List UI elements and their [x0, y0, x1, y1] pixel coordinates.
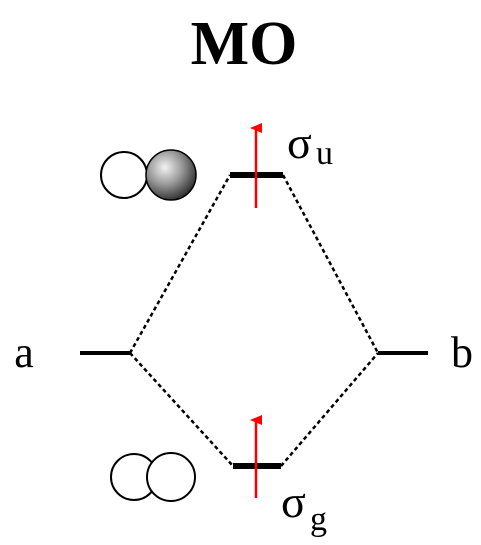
antibonding-orbital-lobes-icon: [100, 149, 197, 201]
connector-a-to-sigma-g: [129, 352, 234, 467]
label-a: a: [14, 328, 34, 377]
sigma-g-symbol: σ: [281, 476, 306, 527]
connector-a-to-sigma-u: [128, 174, 232, 354]
correlation-lines: [128, 174, 380, 467]
sigma-u-symbol: σ: [287, 117, 312, 168]
label-sigma-u: σ u: [287, 117, 333, 172]
sigma-u-subscript: u: [316, 135, 333, 172]
label-b: b: [451, 328, 473, 377]
diagram-title: MO: [191, 10, 298, 78]
connector-sigma-g-to-b: [280, 352, 379, 467]
connector-sigma-u-to-b: [281, 174, 380, 354]
sigma-g-subscript: g: [310, 501, 327, 538]
label-sigma-g: σ g: [281, 476, 327, 538]
bonding-orbital-lobes-icon: [110, 452, 196, 502]
